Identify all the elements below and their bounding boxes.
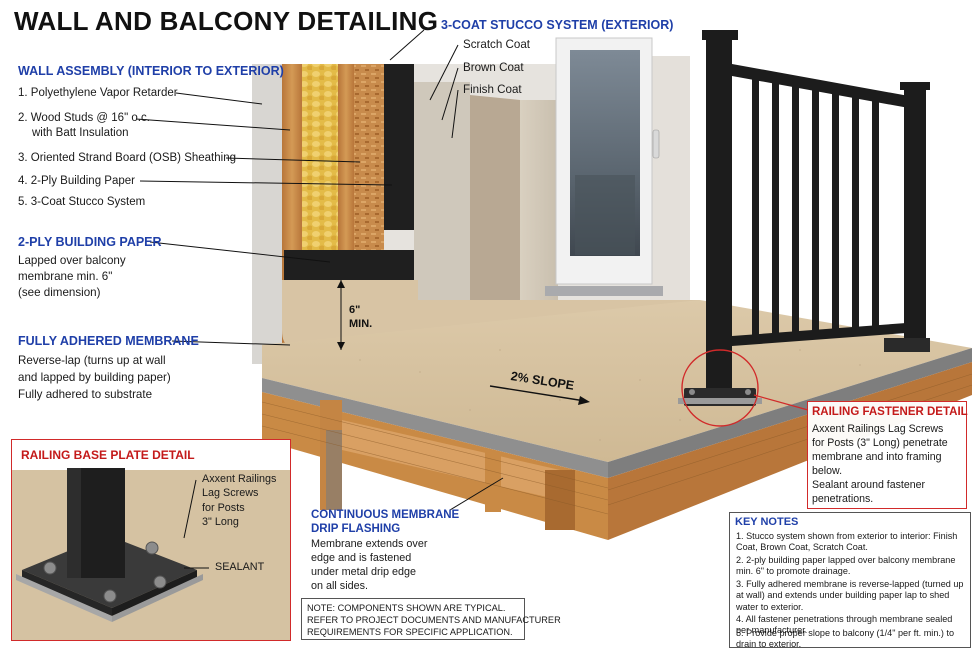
building-paper-lap bbox=[284, 250, 420, 282]
fastener-line: penetrations. bbox=[812, 493, 874, 505]
beam-concrete bbox=[326, 430, 342, 510]
blocking bbox=[485, 452, 501, 512]
wall-assembly-heading: WALL ASSEMBLY (INTERIOR TO EXTERIOR) bbox=[18, 64, 284, 78]
lag-screw bbox=[745, 389, 751, 395]
wall-assembly-item: 4. 2-Ply Building Paper bbox=[18, 175, 135, 187]
wall-assembly-item: 2. Wood Studs @ 16" o.c. bbox=[18, 112, 150, 124]
key-note-item: 2. 2-ply building paper lapped over balc… bbox=[736, 555, 956, 577]
railing-post bbox=[706, 38, 732, 396]
drip-flashing-line: under metal drip edge bbox=[311, 566, 417, 578]
dimension-value: 6" bbox=[349, 304, 361, 316]
dimension-unit: MIN. bbox=[349, 318, 373, 330]
key-notes-box bbox=[729, 512, 971, 648]
scratch-coat-label: Scratch Coat bbox=[463, 38, 531, 51]
fastener-callout-circle bbox=[681, 349, 759, 427]
door-handle bbox=[652, 129, 660, 159]
blocking bbox=[545, 470, 575, 530]
wall-assembly-item: with Batt Insulation bbox=[32, 127, 129, 139]
drip-flashing-line: on all sides. bbox=[311, 580, 369, 592]
base-plate-screw-line: for Posts bbox=[202, 502, 245, 514]
wall-assembly-item: 5. 3-Coat Stucco System bbox=[18, 196, 146, 208]
drip-edge-side bbox=[608, 348, 972, 478]
scratch-coat bbox=[414, 82, 470, 300]
building-paper bbox=[384, 64, 414, 230]
drip-flashing-heading: CONTINUOUS MEMBRANE bbox=[311, 509, 460, 521]
top-rail bbox=[732, 64, 920, 110]
drip-flashing-line: edge and is fastened bbox=[311, 552, 412, 564]
leader-lines bbox=[135, 29, 504, 511]
drip-edge-front bbox=[262, 378, 608, 478]
note-box: NOTE: COMPONENTS SHOWN ARE TYPICAL. REFE… bbox=[301, 598, 561, 640]
fastener-line: Sealant around fastener bbox=[812, 479, 926, 491]
finish-coat bbox=[520, 100, 558, 300]
post-cap bbox=[702, 30, 738, 40]
key-note-item: 5. Provide proper slope to balcony (1/4"… bbox=[736, 628, 955, 650]
slope-arrowhead bbox=[578, 396, 590, 405]
building-paper-line: Lapped over balcony bbox=[18, 254, 126, 267]
lag-screw bbox=[689, 389, 695, 395]
building-paper-heading: 2-PLY BUILDING PAPER bbox=[18, 235, 162, 249]
base-plate-screw-line: Lag Screws bbox=[202, 487, 259, 499]
key-note-item: 1. Stucco system shown from exterior to … bbox=[736, 531, 958, 553]
key-notes-heading: KEY NOTES bbox=[735, 516, 799, 528]
building-paper-line: (see dimension) bbox=[18, 286, 101, 299]
key-note-item: 3. Fully adhered membrane is reverse-lap… bbox=[736, 579, 964, 612]
joist bbox=[342, 420, 560, 500]
page-title: WALL AND BALCONY DETAILING bbox=[14, 6, 439, 36]
base-plate-detail-illustration bbox=[12, 440, 290, 640]
fastener-line: below. bbox=[812, 465, 843, 477]
building-paper-line: membrane min. 6" bbox=[18, 270, 113, 283]
dimension-arrow-down bbox=[337, 342, 345, 350]
base-plate-detail-box: RAILING BASE PLATE DETAIL Axxent Railing… bbox=[11, 439, 291, 641]
note-line: REQUIREMENTS FOR SPECIFIC APPLICATION. bbox=[307, 627, 513, 637]
brown-coat-label: Brown Coat bbox=[463, 61, 524, 74]
sealant-ring bbox=[678, 398, 762, 404]
stucco-heading: 3-COAT STUCCO SYSTEM (EXTERIOR) bbox=[441, 18, 674, 32]
dimension-arrow-up bbox=[337, 280, 345, 288]
brown-coat bbox=[470, 95, 520, 300]
base-plate-screw-line: Axxent Railings bbox=[202, 473, 277, 485]
post-cap-rear bbox=[900, 82, 930, 90]
key-note-item: 4. All fastener penetrations through mem… bbox=[736, 614, 953, 636]
vapor-retarder bbox=[252, 64, 282, 364]
wall-assembly-item: 3. Oriented Strand Board (OSB) Sheathing bbox=[18, 152, 236, 164]
fastener-heading: RAILING FASTENER DETAIL bbox=[812, 406, 968, 418]
fastener-leader bbox=[753, 394, 809, 411]
railing-post-rear bbox=[904, 86, 926, 344]
base-plate-rear bbox=[884, 338, 930, 352]
fastener-line: for Posts (3" Long) penetrate bbox=[812, 437, 948, 449]
fastener-line: Axxent Railings Lag Screws bbox=[812, 423, 944, 435]
slope-arrow bbox=[489, 385, 586, 402]
door-sill bbox=[545, 286, 663, 296]
sealant-label: SEALANT bbox=[215, 561, 265, 573]
drip-flashing-heading: DRIP FLASHING bbox=[311, 523, 401, 535]
wall-face-right bbox=[650, 56, 690, 306]
membrane-line: and lapped by building paper) bbox=[18, 371, 171, 384]
membrane-line: Reverse-lap (turns up at wall bbox=[18, 354, 166, 367]
note-line: NOTE: COMPONENTS SHOWN ARE TYPICAL. bbox=[307, 603, 506, 613]
note-line: REFER TO PROJECT DOCUMENTS AND MANUFACTU… bbox=[307, 615, 561, 625]
balusters bbox=[752, 74, 879, 342]
fastener-detail-box: RAILING FASTENER DETAIL Axxent Railings … bbox=[807, 401, 968, 509]
finish-coat-label: Finish Coat bbox=[463, 83, 522, 96]
door-reflection bbox=[575, 175, 635, 255]
fastener-line: membrane and into framing bbox=[812, 451, 942, 463]
membrane-heading: FULLY ADHERED MEMBRANE bbox=[18, 334, 199, 348]
base-plate-screw-line: 3" Long bbox=[202, 516, 239, 528]
wall-assembly-item: 1. Polyethylene Vapor Retarder bbox=[18, 87, 178, 99]
membrane-line: Fully adhered to substrate bbox=[18, 388, 153, 401]
drip-flashing-line: Membrane extends over bbox=[311, 538, 428, 550]
base-plate-heading: RAILING BASE PLATE DETAIL bbox=[21, 448, 195, 462]
